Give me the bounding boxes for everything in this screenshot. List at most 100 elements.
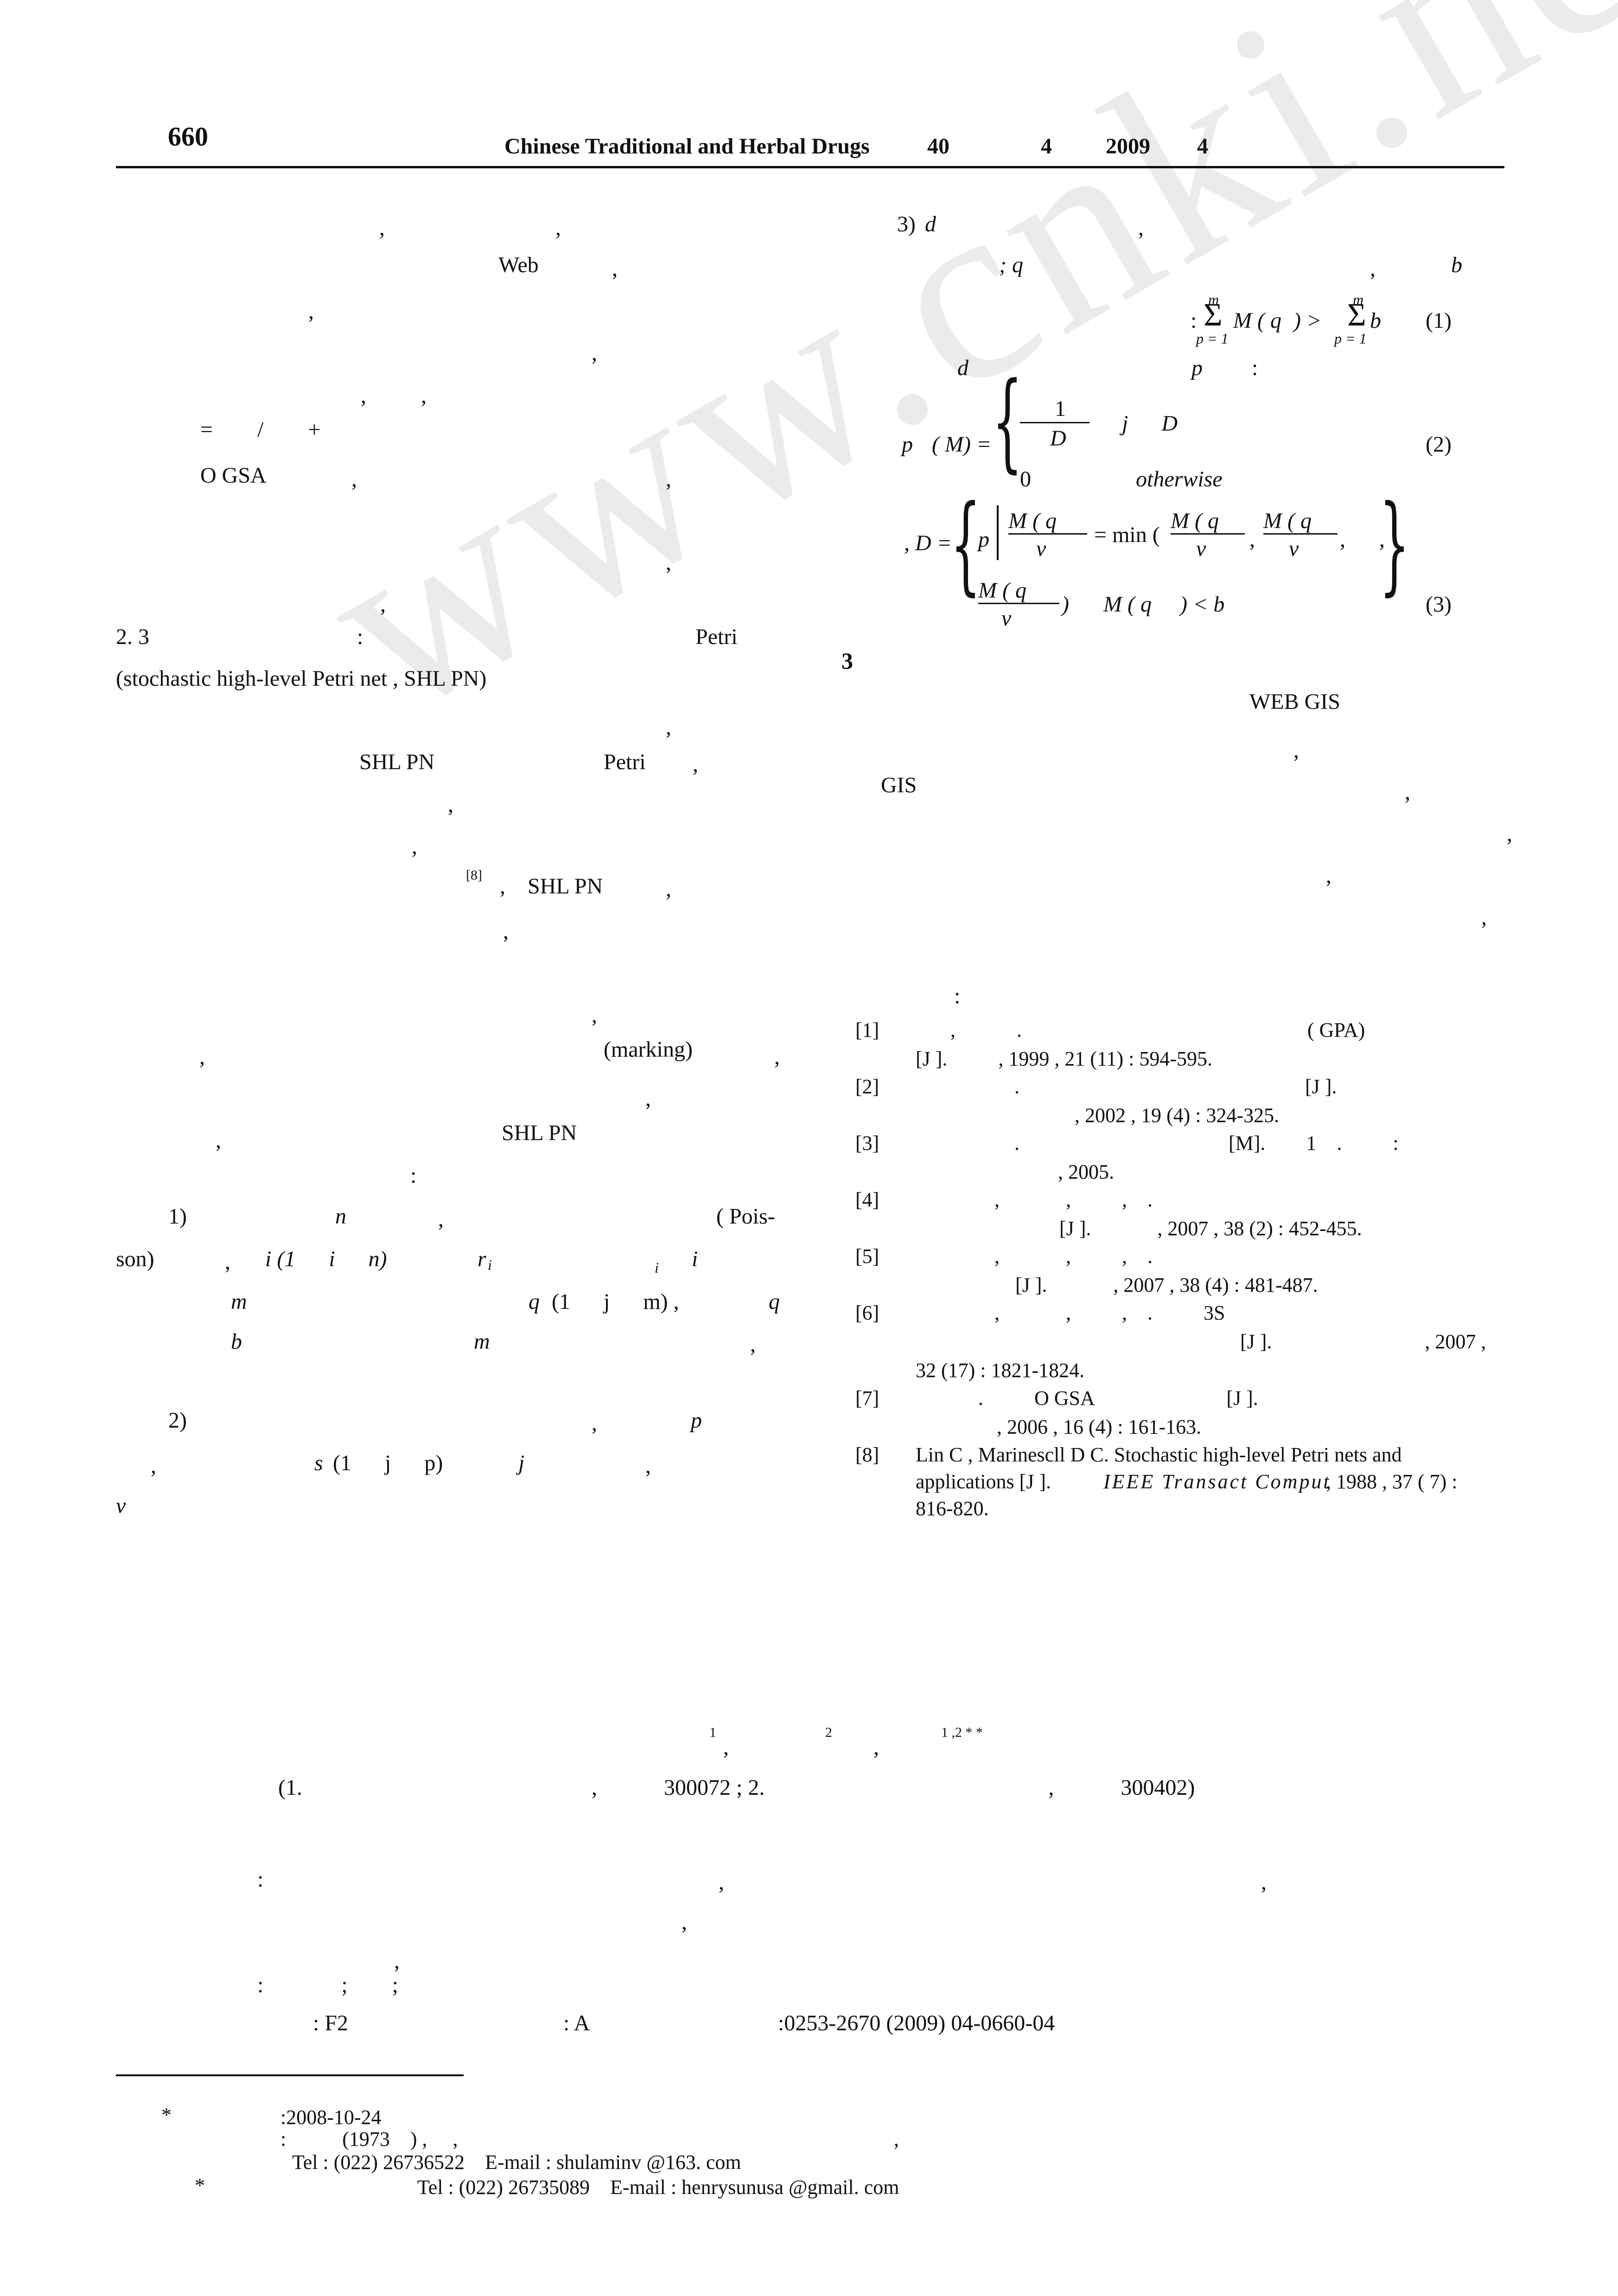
author-bio: : (1973 ) , , (280, 2128, 458, 2150)
text-fragment: SHL PN (359, 750, 435, 774)
reference-text: , 2002 , 19 (4) : 324-325. (1075, 1104, 1280, 1127)
equation-3-frac2-denominator: v (1196, 536, 1206, 561)
text-fragment: , (555, 216, 561, 240)
text-fragment: p (691, 1408, 702, 1433)
text-fragment: , (380, 592, 386, 617)
fraction-line (1263, 533, 1338, 535)
fraction-line (978, 603, 1059, 604)
text-fragment: i (488, 1256, 492, 1273)
contact-info: Tel : (022) 26735089 E-mail : henrysunus… (417, 2176, 899, 2199)
reference-text: , 2006 , 16 (4) : 161-163. (997, 1416, 1202, 1438)
text-fragment: , (666, 550, 671, 575)
equation-2-lhs-rest: ( M) = (932, 432, 992, 457)
text-fragment: : (410, 1163, 417, 1188)
text-fragment: (marking) (604, 1037, 693, 1062)
text-fragment: q (529, 1289, 540, 1314)
text-fragment: , (438, 1207, 444, 1231)
text-fragment: i (692, 1247, 698, 1271)
equation-1-gt: ) > (1293, 308, 1322, 333)
article-id: :0253-2670 (2009) 04-0660-04 (778, 2011, 1055, 2035)
reference-text: [J ]. , 1999 , 21 (11) : 594-595. (916, 1047, 1212, 1070)
text-fragment: m (231, 1289, 247, 1314)
text-fragment: i (655, 1259, 659, 1276)
watermark: www.cnki.net (280, 0, 1618, 770)
text-fragment: , (199, 1045, 205, 1069)
text-fragment: ( Pois- (716, 1204, 775, 1229)
text-fragment: (stochastic high-level Petri net , SHL P… (116, 666, 487, 691)
reference-number: [4] (855, 1188, 879, 1211)
text-fragment: i (1 i n) (265, 1247, 387, 1271)
section-heading: 2. 3 (116, 625, 149, 649)
footnote-mark: * (195, 2174, 205, 2197)
text-fragment: WEB GIS (1249, 689, 1340, 714)
left-brace-icon: { (992, 360, 1023, 484)
reference-number: [8] (855, 1443, 879, 1466)
fraction-line (1171, 533, 1245, 535)
text-fragment: , (682, 1910, 687, 1934)
sigma-icon: Σ (1347, 297, 1366, 333)
right-brace-icon: } (1379, 483, 1410, 606)
footnote-mark: * (161, 2104, 172, 2126)
text-fragment: , (216, 1128, 221, 1153)
equation-3-frac1-denominator: v (1036, 536, 1046, 561)
reference-text: , 2005. (1058, 1161, 1114, 1183)
text-fragment: , (1507, 822, 1512, 846)
equation-1-sum-top-2: m (1353, 291, 1364, 308)
text-fragment: (1 j p) (333, 1451, 443, 1475)
reference-number: [3] (855, 1132, 879, 1154)
journal-volume: 40 (927, 134, 949, 159)
text-fragment: , (1261, 1870, 1267, 1894)
text-fragment: O GSA (200, 463, 267, 488)
text-fragment: : (1252, 356, 1258, 380)
reference-number: [1] (855, 1019, 879, 1041)
reference-text: 32 (17) : 1821-1824. (916, 1359, 1085, 1382)
text-fragment: : (357, 625, 363, 649)
equation-3-condition-rest: ) < b (1180, 592, 1225, 617)
equation-2-condition: j D (1122, 411, 1178, 436)
affiliation: (1. , 300072 ; 2. , 300402) (278, 1775, 1195, 1800)
text-fragment: = / + (200, 417, 321, 442)
text-fragment: q (769, 1289, 780, 1314)
text-fragment: , (151, 1454, 156, 1478)
text-fragment: , (1293, 738, 1299, 763)
text-fragment: , (1379, 527, 1385, 552)
text-fragment: , (719, 1870, 724, 1894)
text-fragment: , (612, 256, 618, 281)
text-fragment: son) (116, 1247, 154, 1271)
text-fragment: m (474, 1329, 490, 1354)
text-fragment: , (351, 467, 357, 491)
fraction-line (1008, 533, 1087, 535)
list-item-number: 2) (168, 1408, 187, 1433)
reference-text: applications [J ]. (916, 1470, 1051, 1493)
text-fragment: , (592, 341, 597, 365)
text-fragment: , (361, 383, 366, 408)
text-fragment: Petri (604, 750, 646, 774)
equation-3-number: (3) (1426, 592, 1452, 617)
list-item-number: 1) (168, 1204, 187, 1229)
text-fragment: , (774, 1045, 780, 1069)
vertical-bar (997, 505, 999, 560)
received-date: :2008-10-24 (280, 2106, 382, 2129)
text-fragment: , (394, 1949, 400, 1973)
authors-line: , , (723, 1735, 879, 1760)
header-rule (116, 166, 1504, 168)
text-fragment: n (335, 1204, 346, 1229)
reference-text: . [J ]. (1014, 1075, 1337, 1098)
reference-text: [J ]. , 2007 , 38 (2) : 452-455. (1059, 1217, 1362, 1240)
text-fragment: , (666, 715, 671, 740)
reference-text: , , , . 3S (994, 1301, 1225, 1324)
author-affiliation-mark: 1 (709, 1725, 716, 1740)
reference-text: , . ( GPA) (950, 1019, 1365, 1041)
footnote-rule (116, 2074, 464, 2076)
sigma-icon: Σ (1204, 297, 1223, 333)
text-fragment: , (1481, 905, 1487, 930)
text-fragment: , (308, 299, 314, 324)
text-fragment: , (666, 877, 671, 901)
equation-3-lhs: , D = (904, 531, 952, 555)
equation-1-rhs: b (1370, 308, 1381, 333)
equation-3-min: = min ( (1094, 523, 1160, 547)
reference-text: . O GSA [J ]. (978, 1387, 1258, 1409)
author-affiliation-mark: 1 ,2 * * (941, 1725, 983, 1740)
text-fragment: , (412, 834, 417, 859)
reference-text: [J ]. , 2007 , (1240, 1330, 1486, 1353)
